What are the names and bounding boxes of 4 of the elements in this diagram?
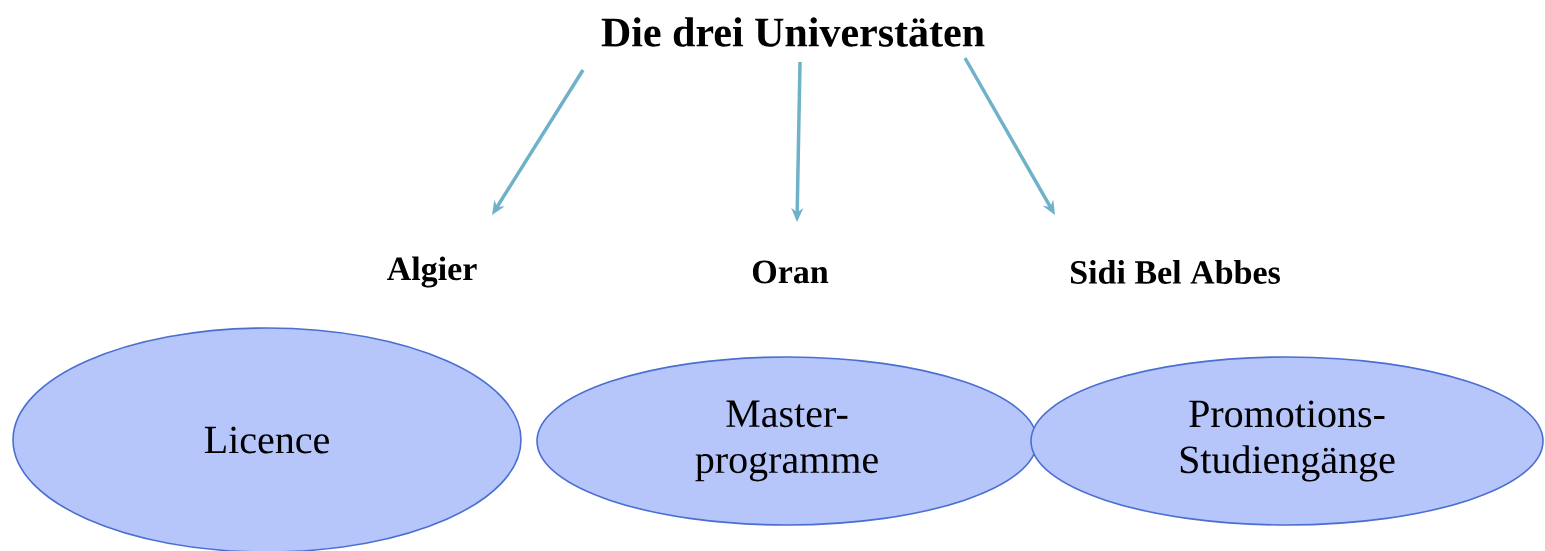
city-label: Oran	[752, 260, 829, 284]
city-label: Sidi Bel Abbes	[1071, 260, 1280, 284]
heading: Die drei Universtäten	[601, 17, 985, 47]
city-label: Algier	[387, 256, 477, 288]
